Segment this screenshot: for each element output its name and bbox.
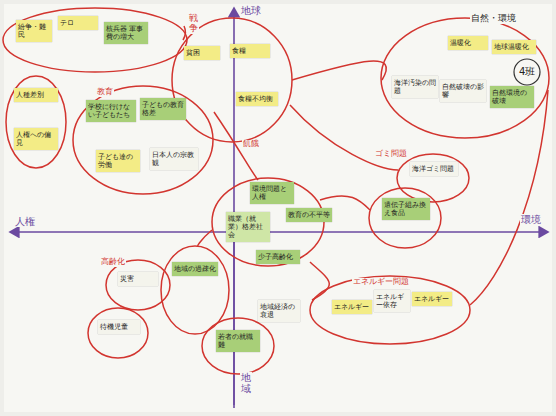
- sticky-note: 子ども達の労働: [96, 150, 140, 172]
- sticky-note: エネルギー依存: [374, 290, 410, 312]
- note-text: エネルギー依存: [376, 293, 408, 309]
- sticky-note: エネルギー: [412, 292, 452, 306]
- note-text: 食糧不均衡: [238, 95, 276, 103]
- note-text: 食糧: [232, 47, 268, 55]
- note-text: 環境問題と人権: [252, 185, 292, 201]
- note-text: 災害: [120, 275, 156, 283]
- note-text: 遺伝子組み換え食品: [384, 201, 428, 217]
- sticky-note: 自然破壊の影響: [440, 80, 486, 102]
- sticky-note: 環境問題と人権: [250, 182, 294, 204]
- note-text: 若者の就職難: [218, 333, 258, 349]
- note-text: 核兵器 軍事費の増大: [106, 25, 146, 41]
- sticky-note: 食糧不均衡: [236, 92, 278, 106]
- handwritten-label: 教育: [96, 88, 114, 97]
- handwritten-label: エネルギー問題: [352, 278, 410, 287]
- note-text: 地球温暖化: [494, 43, 534, 51]
- sticky-note: 職業（就業）格差社会: [226, 212, 270, 242]
- note-text: 地域経済の衰退: [260, 303, 298, 319]
- sticky-note: 食糧: [230, 44, 270, 58]
- sticky-note: 温暖化: [448, 36, 488, 50]
- sticky-note: 日本人の宗教観: [150, 148, 198, 170]
- handwritten-label: 飢餓: [242, 140, 260, 149]
- sticky-note: 少子高齢化: [256, 250, 300, 264]
- sticky-note: テロ: [58, 16, 98, 30]
- sticky-note: エネルギー: [332, 300, 372, 314]
- note-text: 子ども達の労働: [98, 153, 138, 169]
- note-text: 海洋ゴミ問題: [412, 165, 456, 173]
- note-text: 人種差別: [16, 91, 56, 99]
- sticky-note: 人種差別: [14, 88, 58, 102]
- handwritten-label: 4班: [518, 66, 536, 77]
- sticky-note: 人権への偏見: [14, 128, 58, 150]
- sticky-note: 核兵器 軍事費の増大: [104, 22, 148, 44]
- sticky-note: 貧困: [184, 46, 220, 60]
- note-text: 少子高齢化: [258, 253, 298, 261]
- note-text: 日本人の宗教観: [152, 151, 196, 167]
- sticky-note: 自然環境の破壊: [490, 86, 534, 108]
- note-text: 教育の不平等: [288, 211, 330, 219]
- handwritten-label: ゴミ問題: [374, 150, 408, 159]
- sticky-note: 地域の過疎化: [172, 262, 218, 276]
- note-text: 自然破壊の影響: [442, 83, 484, 99]
- note-text: 待機児童: [100, 323, 138, 331]
- paper-ground: [4, 4, 552, 412]
- note-text: 学校に行けない子どもたち: [88, 103, 134, 119]
- note-text: 海洋汚染の問題: [394, 79, 436, 95]
- sticky-note: 教育の不平等: [286, 208, 332, 222]
- sticky-note: 紛争・難民: [16, 20, 52, 42]
- sticky-note: 子どもの教育格差: [140, 98, 186, 120]
- note-text: 職業（就業）格差社会: [228, 215, 268, 239]
- sticky-note: 若者の就職難: [216, 330, 260, 352]
- sticky-note: 災害: [118, 272, 158, 286]
- note-text: 人権への偏見: [16, 131, 56, 147]
- sticky-note: 地域経済の衰退: [258, 300, 300, 322]
- sticky-note: 学校に行けない子どもたち: [86, 100, 136, 122]
- sticky-note: 海洋汚染の問題: [392, 76, 438, 98]
- handwritten-label: 地域: [240, 372, 252, 394]
- handwritten-label: 地球: [240, 5, 262, 16]
- handwritten-label: 自然・環境: [470, 14, 517, 24]
- sticky-note: 待機児童: [98, 320, 140, 334]
- handwritten-label: 戦争: [188, 14, 199, 34]
- sticky-note: 地球温暖化: [492, 40, 536, 54]
- sticky-note: 遺伝子組み換え食品: [382, 198, 430, 220]
- sticky-note: 海洋ゴミ問題: [410, 162, 458, 176]
- handwritten-label: 人権: [14, 216, 36, 227]
- note-text: 地域の過疎化: [174, 265, 216, 273]
- note-text: 自然環境の破壊: [492, 89, 532, 105]
- note-text: 温暖化: [450, 39, 486, 47]
- note-text: テロ: [60, 19, 96, 27]
- handwritten-label: 高齢化: [100, 258, 126, 267]
- note-text: エネルギー: [414, 295, 450, 303]
- note-text: 紛争・難民: [18, 23, 50, 39]
- note-text: エネルギー: [334, 303, 370, 311]
- note-text: 貧困: [186, 49, 218, 57]
- handwritten-label: 環境: [520, 214, 542, 225]
- note-text: 子どもの教育格差: [142, 101, 184, 117]
